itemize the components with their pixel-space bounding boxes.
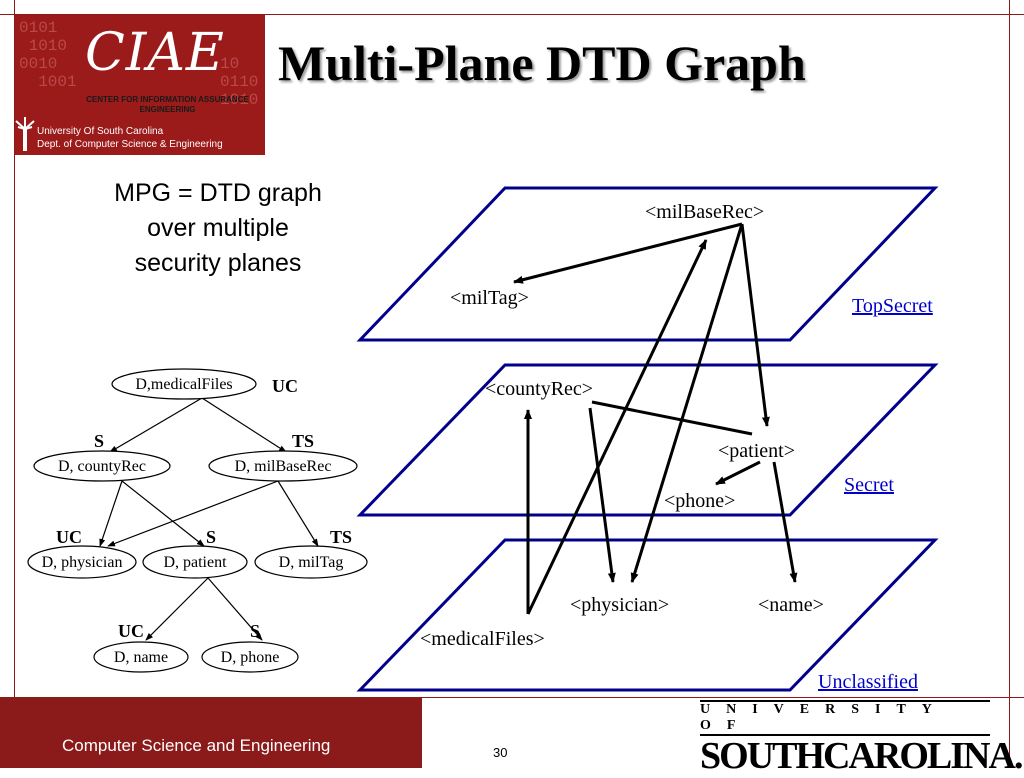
description-line: security planes <box>134 249 302 277</box>
tree-level-name: UC <box>118 621 144 641</box>
svg-text:D, physician: D, physician <box>42 554 123 571</box>
frame-line-top <box>0 14 1024 15</box>
edge-milbaserec-miltag <box>513 222 743 284</box>
tree-edge <box>121 480 205 547</box>
logo-binary-texture: 0101 1010 0010 1001 <box>19 19 77 91</box>
tree-level-countyrec: S <box>94 431 104 451</box>
tree-level-milbaserec: TS <box>292 431 314 451</box>
edge-countyrec-physician <box>588 407 616 583</box>
node-patient: <patient> <box>718 440 795 462</box>
plane-topsecret <box>356 186 939 342</box>
tree-edge <box>109 397 203 453</box>
edge-medicalfiles-milbaserec <box>526 239 708 615</box>
node-medicalfiles: <medicalFiles> <box>420 628 545 650</box>
footer-bar <box>0 698 422 768</box>
tree-level-medicalfiles: UC <box>272 376 298 396</box>
edge-milbaserec-physician <box>630 223 744 583</box>
edge-patient-name <box>772 461 798 583</box>
svg-text:D, patient: D, patient <box>163 554 227 571</box>
palmetto-tree-icon <box>15 117 35 151</box>
description-line: MPG = DTD graph <box>114 179 322 207</box>
node-miltag: <milTag> <box>450 287 529 309</box>
node-milbaserec: <milBaseRec> <box>645 201 764 223</box>
tree-level-phone: S <box>250 621 260 641</box>
tree-level-miltag: TS <box>330 527 352 547</box>
tree-edge <box>145 577 209 641</box>
footer-text: Computer Science and Engineering <box>62 736 331 755</box>
logo-center-name: CENTER FOR INFORMATION ASSURANCE ENGINEE… <box>86 95 249 114</box>
ciae-logo: 0101 1010 0010 1001 10 0110 1010 CIAE CE… <box>15 15 265 155</box>
tree-edge <box>201 397 287 453</box>
node-countyrec: <countyRec> <box>485 378 593 400</box>
frame-line-right <box>1009 0 1010 768</box>
description-line: over multiple <box>147 214 289 242</box>
slide-description: MPG = DTD graph over multiple security p… <box>78 176 358 281</box>
tree-level-patient: S <box>206 527 216 547</box>
tree-node-medicalfiles: D,medicalFiles <box>111 368 257 400</box>
tree-edge <box>99 480 123 547</box>
logo-org-name: CIAE <box>85 23 225 83</box>
usc-logo: UNIVERSITY OF SOUTHCAROLINA. <box>700 700 1023 777</box>
usc-logo-bottom: SOUTHCAROLINA. <box>700 735 1023 777</box>
node-name: <name> <box>758 594 824 616</box>
svg-text:D, name: D, name <box>114 649 168 666</box>
svg-text:D, phone: D, phone <box>221 649 280 666</box>
plane-label-topsecret: TopSecret <box>852 295 933 317</box>
edge-patient-phone <box>715 460 761 486</box>
svg-text:D, milTag: D, milTag <box>279 554 344 571</box>
usc-logo-top: UNIVERSITY OF <box>700 702 948 733</box>
tree-edge <box>107 480 279 547</box>
slide-title: Multi-Plane DTD Graph <box>278 35 806 91</box>
plane-unclassified <box>356 538 939 692</box>
tree-edge <box>207 577 263 641</box>
plane-label-secret: Secret <box>844 474 894 496</box>
edge-countyrec-patient <box>591 400 753 436</box>
tree-node-patient: D, patient <box>142 545 248 579</box>
svg-text:D, milBaseRec: D, milBaseRec <box>235 458 332 475</box>
tree-edge <box>277 480 319 547</box>
svg-text:D, countyRec: D, countyRec <box>58 458 146 475</box>
plane-secret <box>356 363 939 517</box>
edge-milbaserec-patient <box>740 223 770 427</box>
tree-node-physician: D, physician <box>27 545 137 579</box>
tree-node-phone: D, phone <box>201 641 299 673</box>
logo-university-text: University Of South Carolina Dept. of Co… <box>37 126 223 150</box>
page-number: 30 <box>493 745 508 760</box>
svg-text:D,medicalFiles: D,medicalFiles <box>135 376 232 393</box>
frame-line-bottom <box>0 697 1024 698</box>
tree-node-name: D, name <box>93 641 189 673</box>
node-physician: <physician> <box>570 594 669 616</box>
node-phone: <phone> <box>664 490 735 512</box>
tree-level-physician: UC <box>56 527 82 547</box>
tree-node-milbaserec: D, milBaseRec <box>208 450 358 482</box>
plane-label-unclassified: Unclassified <box>818 671 918 693</box>
tree-node-miltag: D, milTag <box>254 545 368 579</box>
frame-line-left <box>14 0 15 768</box>
logo-binary-texture-right: 10 0110 1010 <box>220 55 259 109</box>
tree-node-countyrec: D, countyRec <box>33 450 171 482</box>
